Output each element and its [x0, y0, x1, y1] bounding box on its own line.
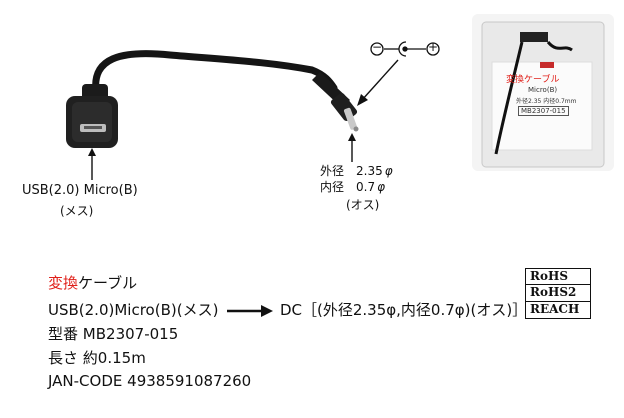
package-title: 変換ケーブル	[506, 75, 560, 85]
package-photo: 変換ケーブル Micro(B) 外径2.35 内径0.7mm MB2307-01…	[472, 14, 614, 171]
dc-arrow	[348, 133, 356, 162]
rohs-badge: RoHS	[525, 268, 591, 285]
dc-gender-label: (オス)	[346, 198, 380, 212]
cable	[92, 50, 338, 96]
conversion-to: DC［(外径2.35φ,内径0.7φ)(オス)］	[279, 301, 528, 319]
product-title: 変換ケーブル	[48, 274, 138, 292]
jan-line: JAN-CODE 4938591087260	[48, 372, 252, 390]
length-line: 長さ 約0.15m	[48, 349, 146, 367]
polarity-plus: +	[428, 40, 439, 54]
model-number: MB2307-015	[82, 325, 179, 343]
polarity-minus: −	[372, 40, 383, 54]
length-value: 約0.15m	[82, 349, 146, 367]
product-title-accent: 変換	[48, 274, 79, 292]
usb-connector-label: USB(2.0) Micro(B)	[22, 183, 138, 198]
compliance-badges: RoHS RoHS2 REACH	[525, 268, 591, 319]
package-bag	[481, 21, 605, 168]
usb-arrow	[88, 148, 96, 180]
model-line: 型番 MB2307-015	[48, 325, 179, 343]
conversion-line: USB(2.0)Micro(B)(メス) DC［(外径2.35φ,内径0.7φ)…	[48, 299, 527, 320]
package-subtitle: Micro(B)	[528, 86, 558, 94]
rohs2-badge: RoHS2	[525, 285, 591, 302]
reach-badge: REACH	[525, 302, 591, 319]
product-photo	[66, 41, 440, 180]
package-model: MB2307-015	[518, 106, 569, 116]
jan-code: 4938591087260	[127, 372, 252, 390]
micro-usb-connector	[66, 84, 118, 148]
conversion-from: USB(2.0)Micro(B)(メス)	[48, 301, 219, 319]
polarity-arrow	[357, 59, 399, 106]
package-spec: 外径2.35 内径0.7mm	[516, 98, 577, 105]
polarity-symbol-icon	[370, 41, 440, 57]
conversion-arrow-icon	[227, 304, 274, 317]
usb-gender-label: (メス)	[60, 204, 94, 218]
dc-plug	[312, 72, 359, 132]
